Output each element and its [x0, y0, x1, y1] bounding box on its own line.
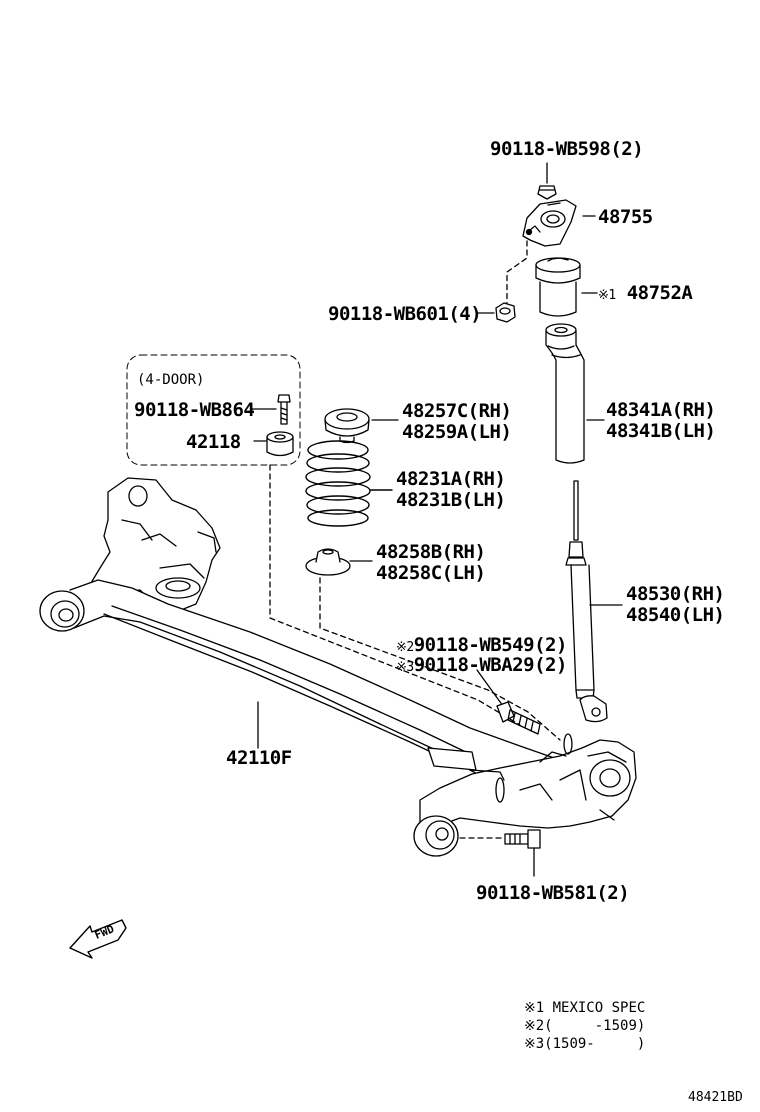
- label-spring-lh: 48231B(LH): [396, 489, 506, 511]
- label-four-door-bushing: 42118: [186, 431, 241, 453]
- label-axle-bolt-a-number: 90118-WB549(2): [413, 634, 568, 656]
- note-1: ※1 MEXICO SPEC: [524, 1000, 646, 1016]
- label-lower-seat-rh: 48258B(RH): [376, 541, 486, 563]
- axle-beam-part: [39, 477, 637, 857]
- coil-spring-part: [305, 440, 393, 527]
- label-absorber-lh: 48540(LH): [626, 604, 725, 626]
- spring-bumper-part: [545, 323, 605, 464]
- label-lower-seat-lh: 48258C(LH): [376, 562, 486, 584]
- four-door-bushing-part: [253, 431, 294, 457]
- label-axle-bolt-b-mark: ※3: [396, 660, 414, 675]
- label-four-door-bolt: 90118-WB864: [134, 399, 255, 421]
- upper-nut-part: [537, 162, 557, 200]
- label-absorber-rh: 48530(RH): [626, 583, 725, 605]
- shock-absorber-part: [565, 480, 623, 723]
- label-axle-bolt-a-mark: ※2: [396, 640, 414, 655]
- label-upper-seat-rh: 48257C(RH): [402, 400, 512, 422]
- axle-bolt-part: [476, 669, 541, 735]
- label-boot-number: 48752A: [626, 282, 693, 304]
- label-bumper-lh: 48341B(LH): [606, 420, 716, 442]
- label-four-door: (4-DOOR): [137, 372, 205, 388]
- four-door-bolt-part: [251, 394, 291, 425]
- label-axle-beam: 42110F: [226, 747, 292, 769]
- lower-spring-seat-part: [305, 548, 373, 576]
- absorber-support-part: [522, 199, 596, 247]
- cylinder-boot-part: [535, 257, 598, 317]
- label-bottom-bolt: 90118-WB581(2): [476, 882, 630, 904]
- label-axle-bolt-b: ※390118-WBA29(2): [396, 654, 567, 679]
- label-spring-rh: 48231A(RH): [396, 468, 506, 490]
- label-support: 48755: [598, 206, 653, 228]
- label-axle-bolt-b-number: 90118-WBA29(2): [413, 654, 568, 676]
- support-nut-part: [476, 302, 516, 323]
- label-boot: ※1 48752A: [598, 282, 693, 307]
- upper-spring-seat-part: [324, 408, 399, 444]
- fwd-arrow: [69, 919, 127, 959]
- label-support-nut: 90118-WB601(4): [328, 303, 482, 325]
- label-upper-seat-lh: 48259A(LH): [402, 421, 512, 443]
- figure-id: 48421BD: [688, 1090, 743, 1105]
- bottom-bolt-part: [459, 829, 541, 877]
- note-3: ※3(1509- ): [524, 1036, 646, 1052]
- label-boot-mark: ※1: [598, 288, 616, 303]
- note-2: ※2( -1509): [524, 1018, 646, 1034]
- label-axle-bolt-a: ※290118-WB549(2): [396, 634, 567, 659]
- label-bumper-rh: 48341A(RH): [606, 399, 716, 421]
- label-upper-nut: 90118-WB598(2): [490, 138, 644, 160]
